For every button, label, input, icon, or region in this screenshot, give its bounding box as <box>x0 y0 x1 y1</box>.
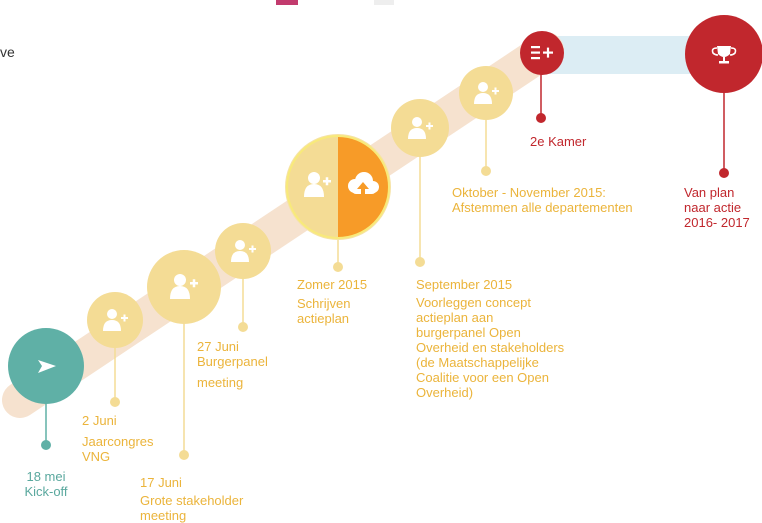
zomer-date: Zomer 2015 <box>297 277 368 292</box>
oktober-date: Oktober - November 2015: <box>452 185 606 200</box>
add-user-icon <box>304 172 331 197</box>
zomer-node <box>285 134 391 240</box>
connector-stems <box>45 72 725 453</box>
final-title: Van plan <box>684 185 735 200</box>
cloud-upload-icon <box>348 172 379 194</box>
top-accent-bar-light <box>374 0 394 5</box>
oktober-node <box>459 66 513 120</box>
add-user-icon <box>170 274 198 299</box>
paper-plane-icon <box>38 360 56 373</box>
stakeholder-title2: meeting <box>140 508 187 523</box>
kamer-label: 2e Kamer <box>530 134 586 149</box>
kickoff-date: 18 mei <box>26 469 66 484</box>
add-user-icon <box>474 82 499 104</box>
september-line: Coalitie voor een Open <box>416 370 549 385</box>
september-line: Overheid en stakeholders <box>416 340 565 355</box>
final-node <box>685 15 762 93</box>
september-line: Overheid) <box>416 385 474 400</box>
jaarcongres-title: Jaarcongres <box>82 434 154 449</box>
burgerpanel-label: 27 Juni Burgerpanel meeting <box>197 339 268 390</box>
september-label: September 2015 Voorleggen concept actiep… <box>416 277 564 400</box>
add-user-icon <box>103 309 128 331</box>
jaarcongres-title2: VNG <box>82 449 111 464</box>
jaarcongres-label: 2 Juni Jaarcongres VNG <box>82 413 154 464</box>
final-label: Van plan naar actie 2016- 2017 <box>684 185 750 230</box>
stakeholder-title: Grote stakeholder <box>140 493 244 508</box>
list-plus-icon <box>531 46 553 60</box>
oktober-title: Afstemmen alle departementen <box>452 200 633 215</box>
zomer-label: Zomer 2015 Schrijven actieplan <box>297 277 367 326</box>
final-title2: naar actie <box>684 200 742 215</box>
kickoff-node <box>8 328 84 404</box>
september-line: Voorleggen concept <box>416 295 531 310</box>
kickoff-title: Kick-off <box>24 484 68 499</box>
jaarcongres-date: 2 Juni <box>82 413 117 428</box>
zomer-title2: actieplan <box>297 311 350 326</box>
trophy-icon <box>711 46 737 64</box>
burgerpanel-title2: meeting <box>197 375 244 390</box>
kamer-node <box>520 31 564 75</box>
september-line: actieplan aan <box>416 310 494 325</box>
september-line: (de Maatschappelijke <box>416 355 539 370</box>
september-date: September 2015 <box>416 277 513 292</box>
oktober-label: Oktober - November 2015: Afstemmen alle … <box>452 185 633 215</box>
zomer-title: Schrijven <box>297 296 351 311</box>
jaarcongres-node <box>87 292 143 348</box>
partial-heading-text: ve <box>0 44 15 60</box>
add-user-icon <box>231 240 256 262</box>
september-node <box>391 99 449 157</box>
add-user-icon <box>408 117 433 139</box>
stakeholder-label: 17 Juni Grote stakeholder meeting <box>140 475 243 523</box>
burgerpanel-node <box>215 223 271 279</box>
september-line: burgerpanel Open <box>416 325 521 340</box>
top-accent-bar <box>276 0 298 5</box>
final-title3: 2016- 2017 <box>684 215 750 230</box>
stakeholder-date: 17 Juni <box>140 475 182 490</box>
burgerpanel-title: Burgerpanel <box>197 354 268 369</box>
burgerpanel-date: 27 Juni <box>197 339 239 354</box>
kickoff-label: 18 mei Kick-off <box>16 469 76 499</box>
stakeholder-node <box>147 250 221 324</box>
connector-dots <box>41 113 729 460</box>
kamer-title: 2e Kamer <box>530 134 587 149</box>
